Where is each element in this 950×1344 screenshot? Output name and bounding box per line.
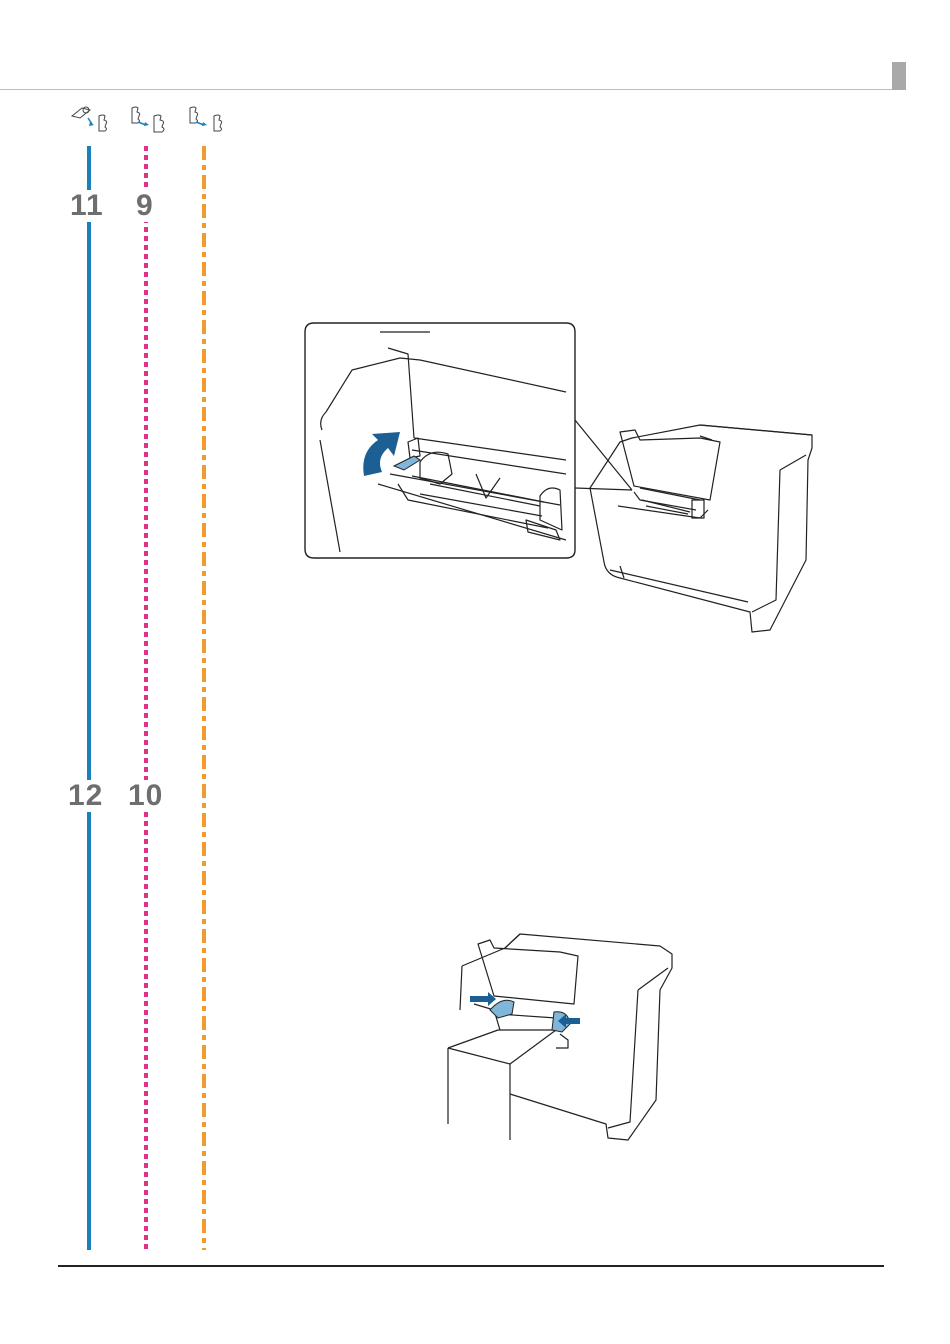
- step-number-fanfold: 9: [136, 190, 154, 222]
- guide-lever-illustration: [300, 318, 820, 638]
- step-number-fanfold: 10: [128, 780, 163, 812]
- step-number-roll: 12: [68, 780, 103, 812]
- edge-guides-illustration: [440, 930, 680, 1145]
- footer-rule: [58, 1265, 884, 1267]
- step-number-roll: 11: [70, 190, 104, 222]
